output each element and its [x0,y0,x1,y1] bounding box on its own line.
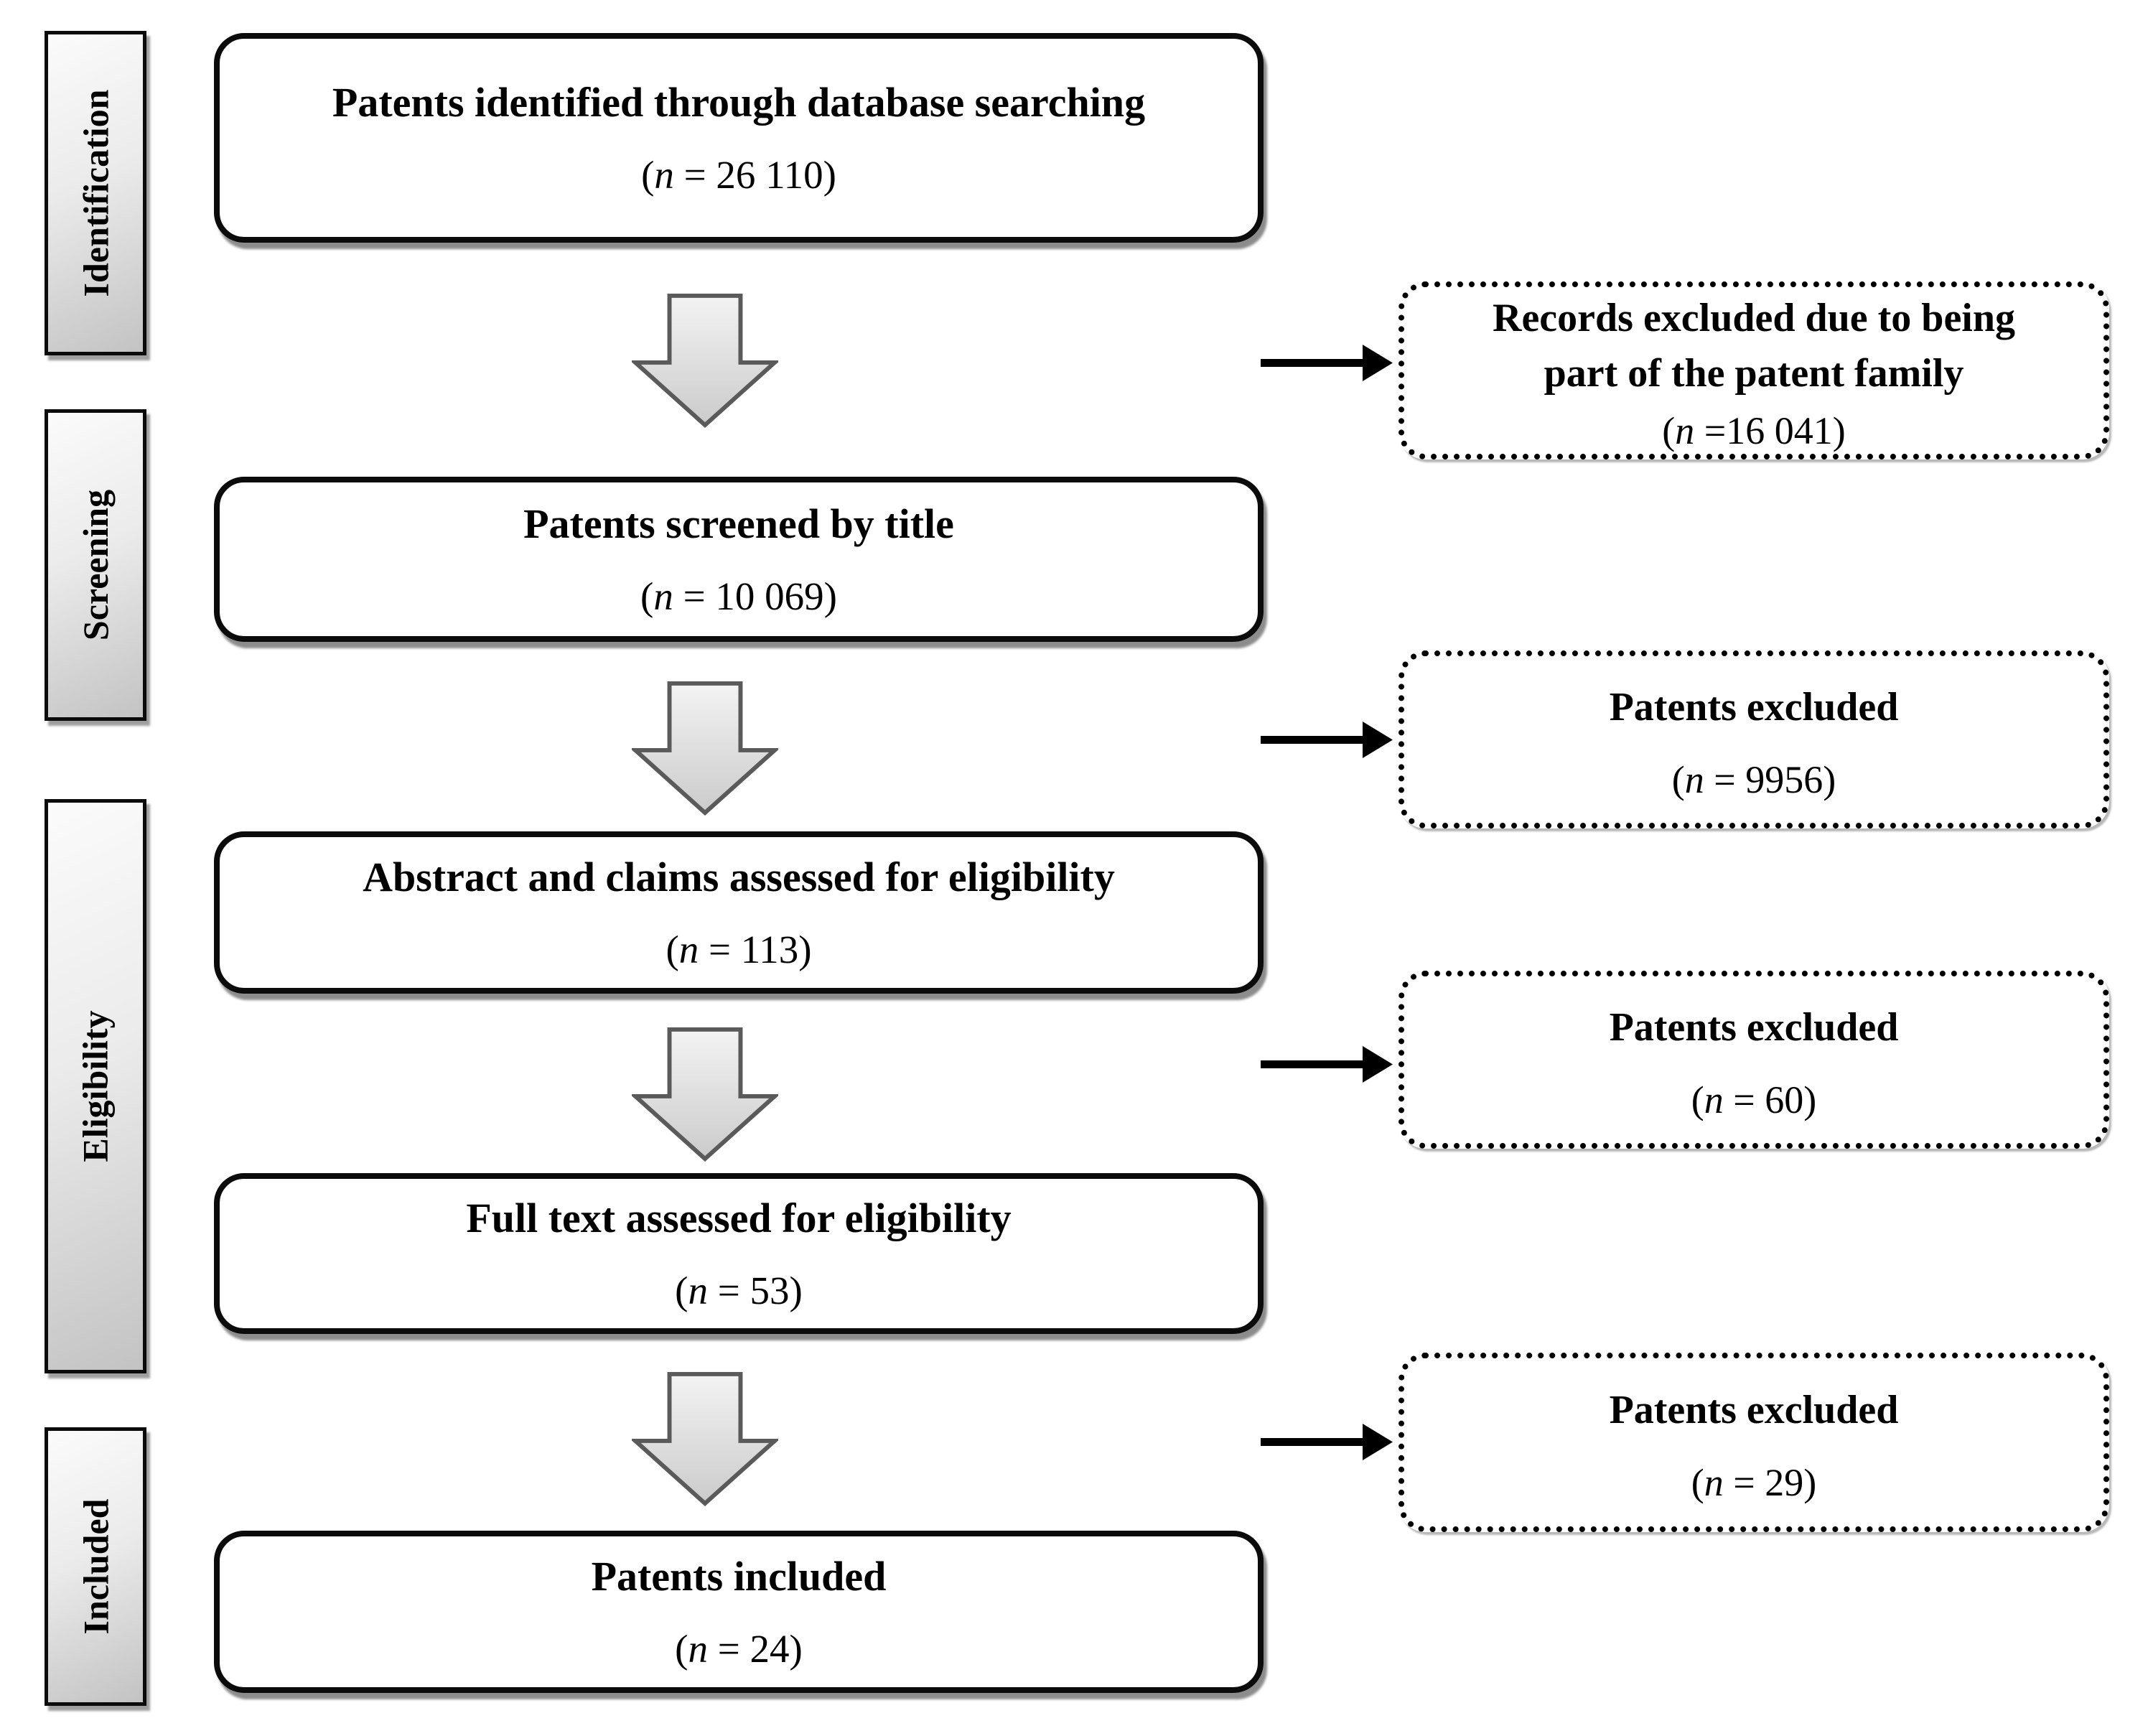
excluded-box-title-screen: Patents excluded (n = 9956) [1398,650,2109,829]
excluded-box-patent-family: Records excluded due to being part of th… [1398,281,2109,459]
down-arrow-icon [632,681,778,816]
right-arrow-icon [1261,1046,1393,1083]
count-value: = 113) [699,927,812,971]
right-arrow-icon [1261,722,1393,758]
count-value: = 53) [707,1268,803,1312]
stage-label-text: Screening [75,489,116,641]
down-arrow-icon [632,293,778,428]
flow-box-database-search: Patents identified through database sear… [214,33,1264,243]
count-variable: n [653,574,673,618]
excluded-box-title: Patents excluded [1609,685,1899,730]
excluded-box-abstract-claims: Patents excluded (n = 60) [1398,971,2109,1149]
right-arrow-icon [1261,345,1393,381]
count-open: ( [641,152,655,197]
count-open: ( [1691,1460,1704,1504]
flow-box-title: Full text assessed for eligibility [466,1195,1012,1242]
stage-label-text: Eligibility [75,1010,116,1162]
count-variable: n [1675,409,1695,453]
down-arrow-icon [632,1371,778,1506]
excluded-box-count: (n = 9956) [1672,760,1836,799]
count-variable: n [678,927,699,971]
stage-label-identification: Identification [45,31,146,355]
count-value: = 26 110) [673,152,836,197]
flow-box-count: (n = 53) [675,1271,803,1310]
flow-box-count: (n = 10 069) [640,577,837,616]
right-arrow-icon [1261,1424,1393,1460]
count-value: =16 041) [1694,409,1846,453]
flow-box-title: Patents screened by title [523,500,954,548]
count-value: = 60) [1723,1078,1817,1121]
count-open: ( [1691,1078,1704,1121]
count-variable: n [688,1268,708,1312]
excluded-box-count: (n =16 041) [1662,411,1845,450]
count-open: ( [640,574,654,618]
stage-label-included: Included [45,1427,146,1706]
count-variable: n [1704,1078,1724,1121]
count-open: ( [666,927,679,971]
excluded-box-title-line: Records excluded due to being [1493,295,2015,340]
flow-box-screened-by-title: Patents screened by title (n = 10 069) [214,477,1264,642]
excluded-box-count: (n = 29) [1691,1463,1816,1502]
count-variable: n [1684,757,1704,801]
count-variable: n [654,152,674,197]
stage-label-text: Identification [75,89,116,297]
stage-label-screening: Screening [45,409,146,721]
excluded-box-full-text: Patents excluded (n = 29) [1398,1353,2109,1532]
count-open: ( [675,1626,688,1671]
count-open: ( [1662,409,1676,453]
flow-box-title: Abstract and claims assessed for eligibi… [363,854,1115,901]
flow-box-count: (n = 113) [666,930,811,969]
count-variable: n [1704,1460,1724,1504]
excluded-box-count: (n = 60) [1691,1081,1816,1119]
excluded-box-title-line: part of the patent family [1544,351,1964,396]
count-value: = 29) [1723,1460,1817,1504]
flow-box-title: Patents included [591,1553,887,1600]
stage-label-eligibility: Eligibility [45,799,146,1373]
down-arrow-icon [632,1027,778,1162]
count-value: = 24) [707,1626,803,1671]
flow-box-full-text: Full text assessed for eligibility (n = … [214,1173,1264,1334]
excluded-box-title: Records excluded due to being part of th… [1493,291,2015,402]
count-open: ( [1671,757,1685,801]
flow-box-count: (n = 26 110) [641,155,836,195]
flow-box-abstract-claims: Abstract and claims assessed for eligibi… [214,831,1264,994]
count-value: = 9956) [1704,757,1836,801]
excluded-box-title: Patents excluded [1609,1388,1899,1433]
flow-box-title: Patents identified through database sear… [332,79,1146,126]
stage-label-text: Included [75,1498,116,1635]
flow-box-patents-included: Patents included (n = 24) [214,1531,1264,1693]
count-value: = 10 069) [673,574,837,618]
excluded-box-title: Patents excluded [1609,1005,1899,1050]
count-variable: n [688,1626,708,1671]
count-open: ( [675,1268,688,1312]
flow-box-count: (n = 24) [675,1629,803,1669]
